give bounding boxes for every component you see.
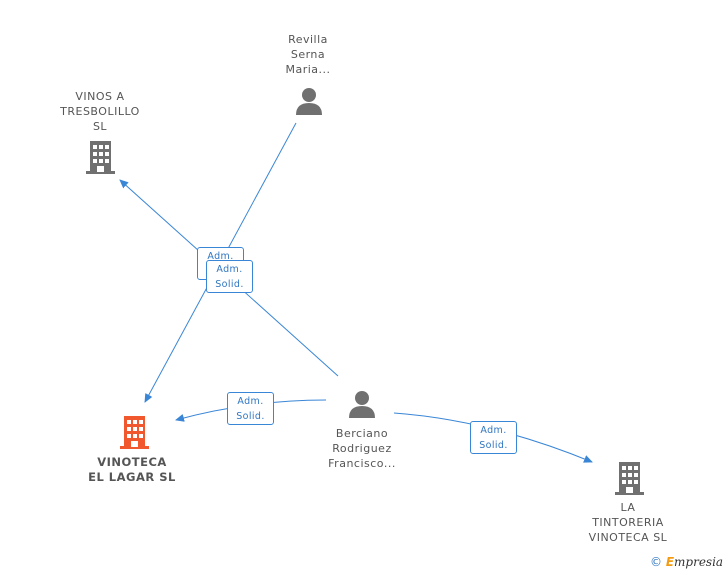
edge-label-line-1: Adm. bbox=[216, 264, 243, 275]
company-building-icon-focus[interactable] bbox=[118, 414, 151, 450]
node-label-line: VINOS A bbox=[75, 90, 125, 103]
node-label-line: Francisco... bbox=[328, 457, 396, 470]
node-label-line: Maria... bbox=[285, 63, 331, 76]
node-label-line: VINOTECA SL bbox=[588, 531, 668, 544]
node-label-la-tintoreria[interactable]: LA TINTORERIA VINOTECA SL bbox=[578, 500, 678, 545]
node-label-line: SL bbox=[92, 120, 108, 133]
empresia-watermark: © Empresia bbox=[650, 555, 723, 569]
edge-label-role: Adm. Solid. bbox=[206, 260, 253, 293]
node-label-vinos-a-tresbolillo[interactable]: VINOS A TRESBOLILLO SL bbox=[50, 89, 150, 134]
brand-logo-text: mpresia bbox=[674, 555, 724, 569]
edge-label-role: Adm. Solid. bbox=[470, 421, 517, 454]
edge-label-line-1: Adm. bbox=[480, 425, 507, 436]
person-icon[interactable] bbox=[347, 389, 377, 419]
node-label-line: Berciano bbox=[335, 427, 389, 440]
node-label-revilla[interactable]: Revilla Serna Maria... bbox=[260, 32, 356, 77]
edge-label-line-1: Adm. bbox=[207, 251, 234, 262]
node-label-line: EL LAGAR SL bbox=[88, 470, 176, 484]
company-building-icon[interactable] bbox=[613, 460, 646, 496]
node-label-line: LA bbox=[620, 501, 636, 514]
brand-logo-letter: E bbox=[665, 555, 675, 569]
edge-label-line-2: Solid. bbox=[236, 411, 265, 422]
node-label-line: Serna bbox=[290, 48, 326, 61]
node-label-berciano[interactable]: Berciano Rodriguez Francisco... bbox=[310, 426, 414, 471]
edge-label-role: Adm. Solid. bbox=[227, 392, 274, 425]
node-label-line: Rodriguez bbox=[332, 442, 392, 455]
person-icon[interactable] bbox=[294, 86, 324, 116]
node-label-line: Revilla bbox=[288, 33, 328, 46]
node-label-line: VINOTECA bbox=[97, 455, 167, 469]
node-label-line: TRESBOLILLO bbox=[60, 105, 140, 118]
edge-label-line-1: Adm. bbox=[237, 396, 264, 407]
copyright-symbol: © bbox=[650, 555, 662, 569]
company-building-icon[interactable] bbox=[84, 139, 117, 175]
edge-label-line-2: Solid. bbox=[215, 279, 244, 290]
edge-label-line-2: Solid. bbox=[479, 440, 508, 451]
node-label-line: TINTORERIA bbox=[592, 516, 664, 529]
node-label-vinoteca-el-lagar[interactable]: VINOTECA EL LAGAR SL bbox=[72, 455, 192, 485]
